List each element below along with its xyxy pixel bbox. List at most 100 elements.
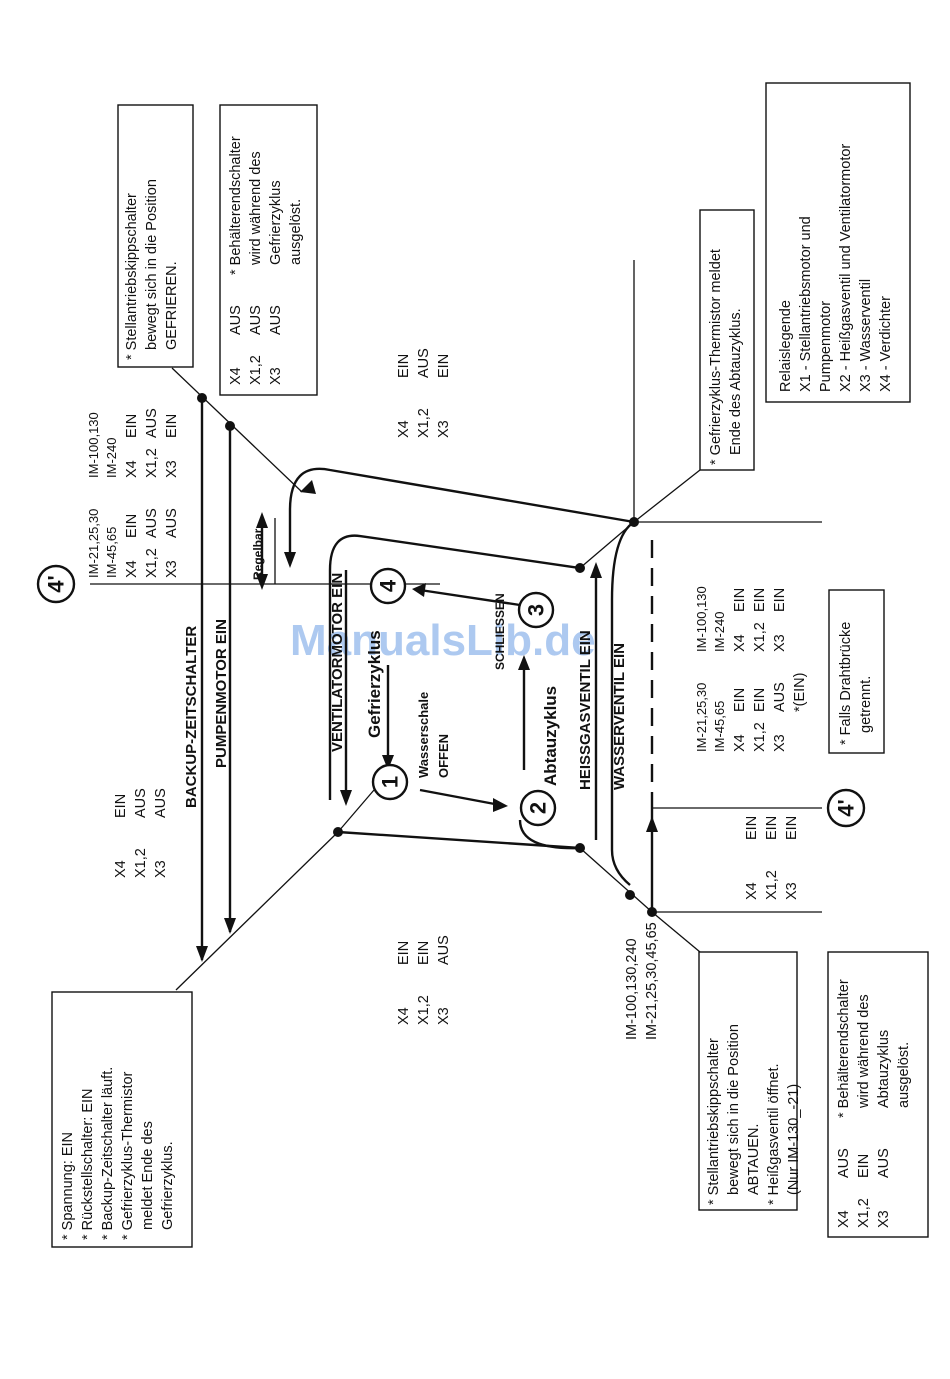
label-close: SCHLIESSEN — [493, 593, 507, 670]
svg-text:X3: X3 — [784, 882, 800, 900]
svg-text:3: 3 — [524, 604, 549, 616]
svg-text:AUS: AUS — [133, 788, 149, 818]
note-bottom-left: * Spannung: EIN * Rückstellschalter: EIN… — [60, 1067, 176, 1240]
legend-box — [765, 82, 911, 403]
svg-text:X1,2: X1,2 — [133, 848, 149, 878]
svg-text:EIN: EIN — [164, 414, 180, 438]
svg-text:(Nur IM-130_-21): (Nur IM-130_-21) — [786, 1084, 802, 1195]
step-4: 4 — [369, 567, 407, 605]
svg-text:* Behälterendschalter: * Behälterendschalter — [228, 136, 244, 275]
note-top-mid: X4 X1,2 X3 AUS AUS AUS * Behälterendscha… — [228, 136, 304, 385]
svg-text:* Stellantriebskippschalter: * Stellantriebskippschalter — [124, 193, 140, 360]
svg-text:Abtauzyklus: Abtauzyklus — [876, 1030, 892, 1108]
svg-text:EIN: EIN — [764, 816, 780, 840]
svg-text:EIN: EIN — [772, 588, 788, 612]
svg-text:1: 1 — [378, 776, 403, 788]
svg-text:Ende des Abtauzyklus.: Ende des Abtauzyklus. — [728, 308, 744, 455]
svg-text:EIN: EIN — [124, 514, 140, 538]
step-1: 1 — [371, 763, 409, 801]
svg-text:AUS: AUS — [876, 1148, 892, 1178]
svg-text:X1,2: X1,2 — [752, 622, 768, 652]
svg-text:EIN: EIN — [124, 414, 140, 438]
relay-group-4: X4 X1,2 X3 EIN AUS EIN — [396, 348, 452, 438]
box-bottom-mid — [698, 951, 798, 1211]
svg-text:* Falls Drahtbrücke: * Falls Drahtbrücke — [838, 622, 854, 745]
svg-text:EIN: EIN — [732, 588, 748, 612]
svg-text:*(EIN): *(EIN) — [792, 673, 808, 712]
svg-text:X4: X4 — [732, 634, 748, 652]
svg-text:IM-21,25,30,45,65: IM-21,25,30,45,65 — [644, 922, 660, 1040]
note-top-right: * Gefrierzyklus-Thermistor meldet Ende d… — [708, 249, 744, 465]
box-jumper — [828, 589, 885, 754]
svg-text:X4: X4 — [744, 882, 760, 900]
svg-text:X3: X3 — [772, 634, 788, 652]
svg-text:X1,2: X1,2 — [144, 548, 160, 578]
svg-text:EIN: EIN — [396, 354, 412, 378]
legend-line-3: X2 - Heißgasventil und Ventilatormotor — [838, 144, 854, 392]
svg-text:wird während des: wird während des — [248, 151, 264, 266]
svg-text:IM-100,130,240: IM-100,130,240 — [624, 938, 640, 1040]
svg-text:bewegt sich in die Position: bewegt sich in die Position — [144, 179, 160, 350]
svg-text:X1,2: X1,2 — [416, 995, 432, 1025]
label-backup-timer: BACKUP-ZEITSCHALTER — [183, 626, 200, 808]
note-top-left: * Stellantriebskippschalter bewegt sich … — [124, 179, 180, 360]
label-pump-motor: PUMPENMOTOR EIN — [213, 619, 230, 768]
label-open: OFFEN — [436, 734, 451, 778]
label-adjustable: Regelbar — [251, 528, 265, 580]
svg-text:X1,2: X1,2 — [416, 408, 432, 438]
svg-text:* Spannung: EIN: * Spannung: EIN — [60, 1132, 76, 1240]
svg-text:* Rückstellschalter: EIN: * Rückstellschalter: EIN — [80, 1089, 96, 1241]
step-3: 3 — [517, 591, 555, 629]
svg-text:AUS: AUS — [268, 305, 284, 335]
svg-text:IM-100,130: IM-100,130 — [86, 412, 101, 478]
svg-text:4: 4 — [376, 579, 401, 592]
svg-text:EIN: EIN — [752, 688, 768, 712]
svg-text:X3: X3 — [164, 560, 180, 578]
svg-text:EIN: EIN — [744, 816, 760, 840]
svg-text:4': 4' — [44, 575, 69, 592]
svg-text:* Gefrierzyklus-Thermistor: * Gefrierzyklus-Thermistor — [120, 1071, 136, 1240]
models-bottom: IM-100,130,240 IM-21,25,30,45,65 — [624, 922, 660, 1040]
svg-text:X4: X4 — [113, 860, 129, 878]
diagram-lines — [90, 260, 822, 991]
svg-text:Gefrierzyklus.: Gefrierzyklus. — [160, 1141, 176, 1230]
svg-text:X4: X4 — [228, 367, 244, 385]
svg-text:EIN: EIN — [856, 1154, 872, 1178]
svg-text:X1,2: X1,2 — [144, 448, 160, 478]
svg-text:ausgelöst.: ausgelöst. — [896, 1042, 912, 1108]
svg-text:X3: X3 — [164, 460, 180, 478]
svg-text:X3: X3 — [436, 1007, 452, 1025]
svg-text:AUS: AUS — [144, 508, 160, 538]
svg-text:ABTAUEN.: ABTAUEN. — [746, 1124, 762, 1195]
svg-text:AUS: AUS — [144, 408, 160, 438]
svg-text:* Gefrierzyklus-Thermistor mel: * Gefrierzyklus-Thermistor meldet — [708, 249, 724, 465]
legend-line-1: X1 - Stellantriebsmotor und — [798, 216, 814, 392]
svg-text:IM-240: IM-240 — [104, 438, 119, 478]
legend-line-4: X3 - Wasserventil — [858, 279, 874, 392]
svg-text:IM-240: IM-240 — [712, 612, 727, 652]
relay-group-6: IM-21,25,30 IM-45,65 X4 X1,2 X3 EIN EIN … — [694, 586, 808, 752]
label-water-tray: Wasserschale — [416, 692, 431, 778]
svg-text:AUS: AUS — [772, 682, 788, 712]
svg-text:EIN: EIN — [784, 816, 800, 840]
legend-title: Relaislegende — [778, 300, 794, 392]
svg-text:X3: X3 — [153, 860, 169, 878]
svg-text:2: 2 — [526, 802, 551, 814]
svg-text:EIN: EIN — [416, 941, 432, 965]
svg-text:X4: X4 — [396, 1007, 412, 1025]
svg-text:IM-21,25,30: IM-21,25,30 — [86, 509, 101, 578]
svg-text:4': 4' — [834, 799, 859, 816]
svg-text:AUS: AUS — [248, 305, 264, 335]
legend-line-2: Pumpenmotor — [818, 301, 834, 392]
svg-text:X3: X3 — [876, 1210, 892, 1228]
svg-text:IM-45,65: IM-45,65 — [712, 701, 727, 752]
svg-text:wird während des: wird während des — [856, 994, 872, 1109]
svg-text:EIN: EIN — [436, 354, 452, 378]
svg-text:IM-21,25,30: IM-21,25,30 — [694, 683, 709, 752]
box-top-right — [699, 209, 755, 471]
step-4-prime-bottom: 4' — [826, 788, 866, 828]
svg-text:getrennt.: getrennt. — [858, 676, 874, 733]
svg-text:X3: X3 — [268, 367, 284, 385]
note-jumper: * Falls Drahtbrücke getrennt. — [838, 622, 874, 745]
svg-text:AUS: AUS — [436, 935, 452, 965]
